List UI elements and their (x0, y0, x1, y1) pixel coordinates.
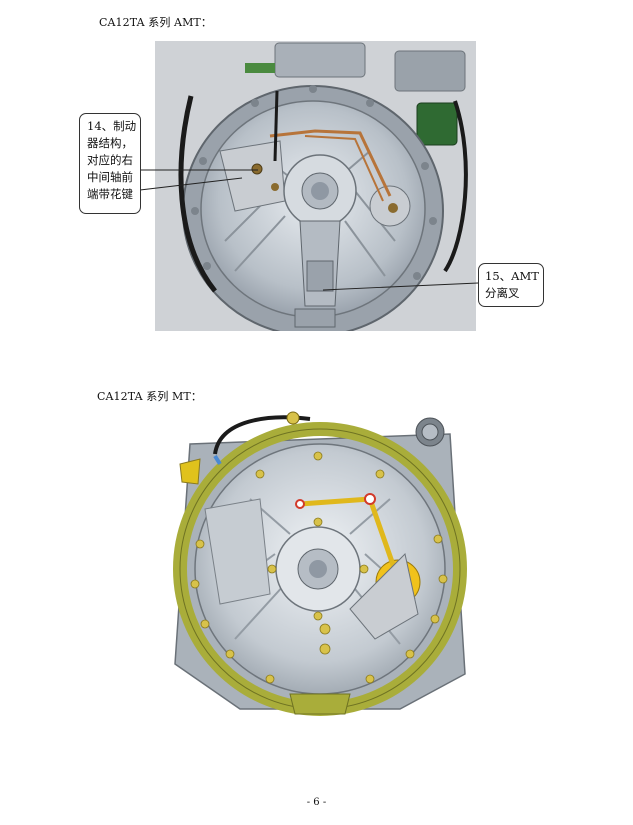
amt-transmission-illustration (155, 41, 476, 331)
callout-14-line: 对应的右 (87, 153, 133, 167)
callout-14-brake-structure: 14、制动 器结构， 对应的右 中间轴前 端带花键 (79, 113, 141, 214)
figure-mt-image (160, 404, 476, 716)
callout-14-line: 中间轴前 (87, 170, 133, 184)
callout-14-line: 器结构， (87, 136, 133, 150)
callout-15-line: 15、AMT (485, 269, 539, 283)
mt-transmission-illustration (173, 411, 467, 716)
figure-mt-caption: CA12TA 系列 MT： (97, 390, 202, 403)
callout-14-line: 端带花键 (87, 187, 133, 201)
page-number: - 6 - (306, 797, 327, 808)
figure-amt-image (155, 41, 476, 331)
callout-14-line: 14、制动 (87, 119, 137, 133)
callout-15-line: 分离叉 (485, 286, 520, 300)
callout-15-amt-fork: 15、AMT 分离叉 (478, 263, 544, 307)
figure-amt-caption: CA12TA 系列 AMT： (99, 16, 212, 29)
